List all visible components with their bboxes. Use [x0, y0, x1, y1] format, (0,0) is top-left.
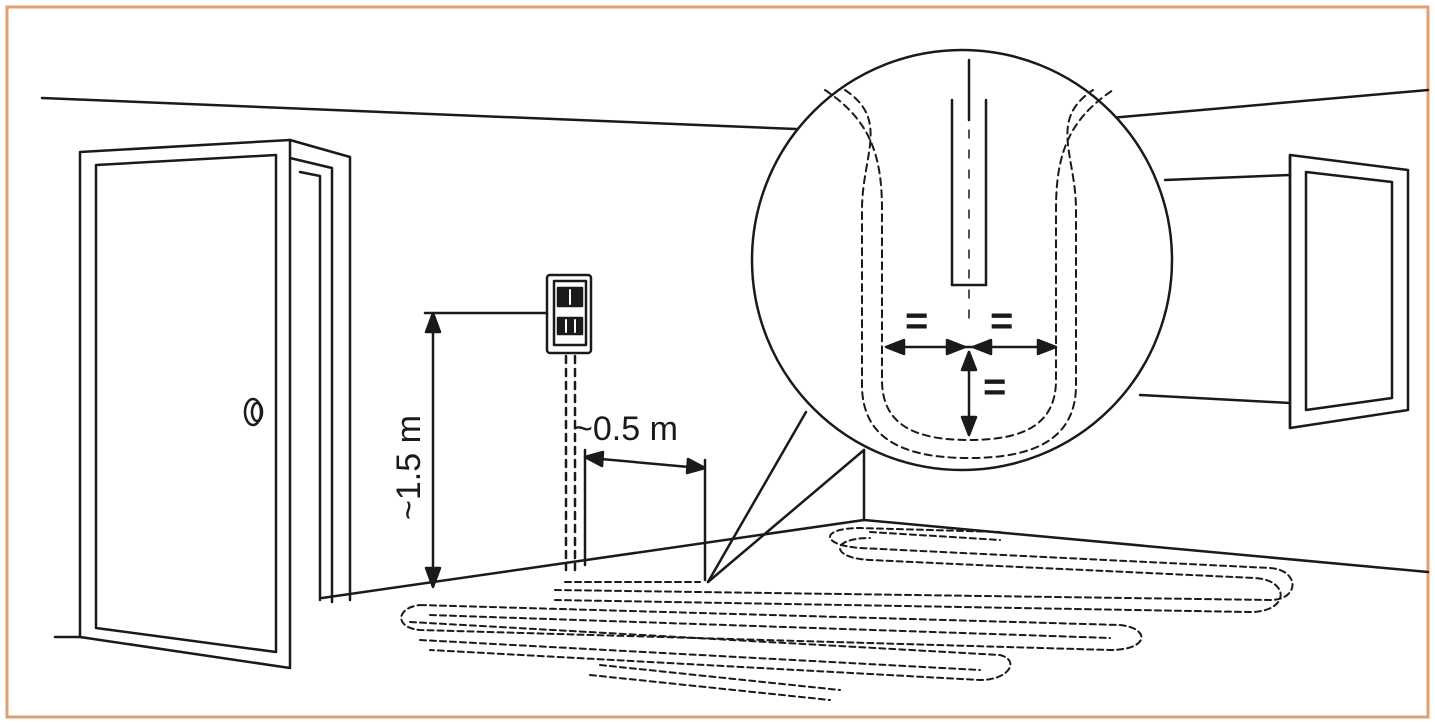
cable-loop-detail: [824, 89, 1114, 459]
window: [1138, 153, 1410, 430]
equal-left-label: =: [905, 299, 928, 343]
sensor-probe-detail: [950, 58, 988, 321]
detail-magnifier: [750, 48, 1174, 472]
magnifier-pointer-right: [706, 448, 866, 584]
ceiling-line-left: [40, 96, 822, 132]
thermostat-icon: [545, 273, 593, 355]
height-label: ~1.5 m: [390, 415, 428, 520]
magnifier-pointer-left: [706, 410, 808, 584]
door-handle-icon: [243, 397, 264, 427]
floor-edge-right: [862, 518, 1430, 574]
offset-dimension: [583, 448, 707, 582]
heating-cable-loops: [400, 527, 1294, 701]
outer-border: [5, 5, 1430, 719]
spacing-arrows: [884, 338, 1058, 437]
height-dimension: [423, 311, 549, 589]
ceiling-line-right: [1108, 88, 1430, 120]
equal-down-label: =: [983, 365, 1006, 409]
floor-edge-left: [320, 518, 866, 600]
door: [78, 138, 352, 670]
offset-label: ~0.5 m: [573, 410, 678, 448]
equal-right-label: =: [990, 299, 1013, 343]
